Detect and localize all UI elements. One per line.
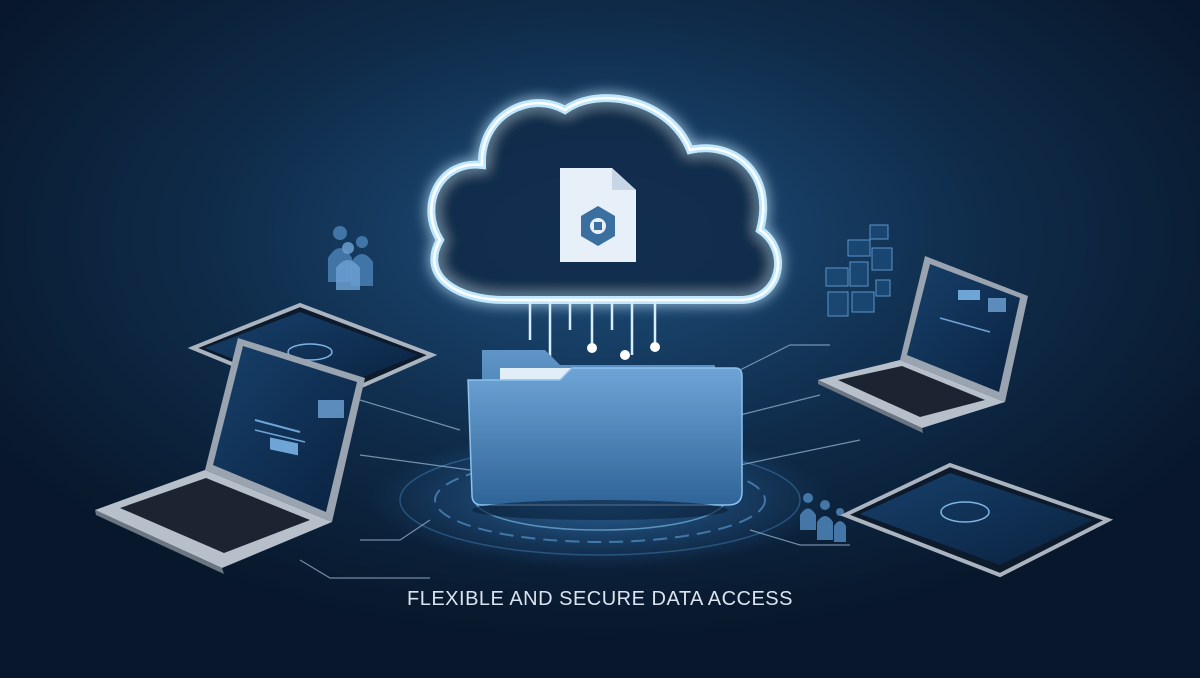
caption: FLEXIBLE AND SECURE DATA ACCESS	[407, 588, 793, 610]
people-icon	[328, 226, 373, 290]
cloud-connectors	[528, 302, 660, 360]
tablet-right	[839, 462, 1114, 578]
dashboard-icon	[825, 224, 893, 317]
laptop-left	[95, 338, 365, 574]
folder-icon	[467, 350, 743, 520]
people-icon-small	[800, 493, 846, 542]
laptop-right	[818, 256, 1028, 433]
file-icon	[560, 168, 636, 262]
connection-lines	[299, 344, 861, 579]
